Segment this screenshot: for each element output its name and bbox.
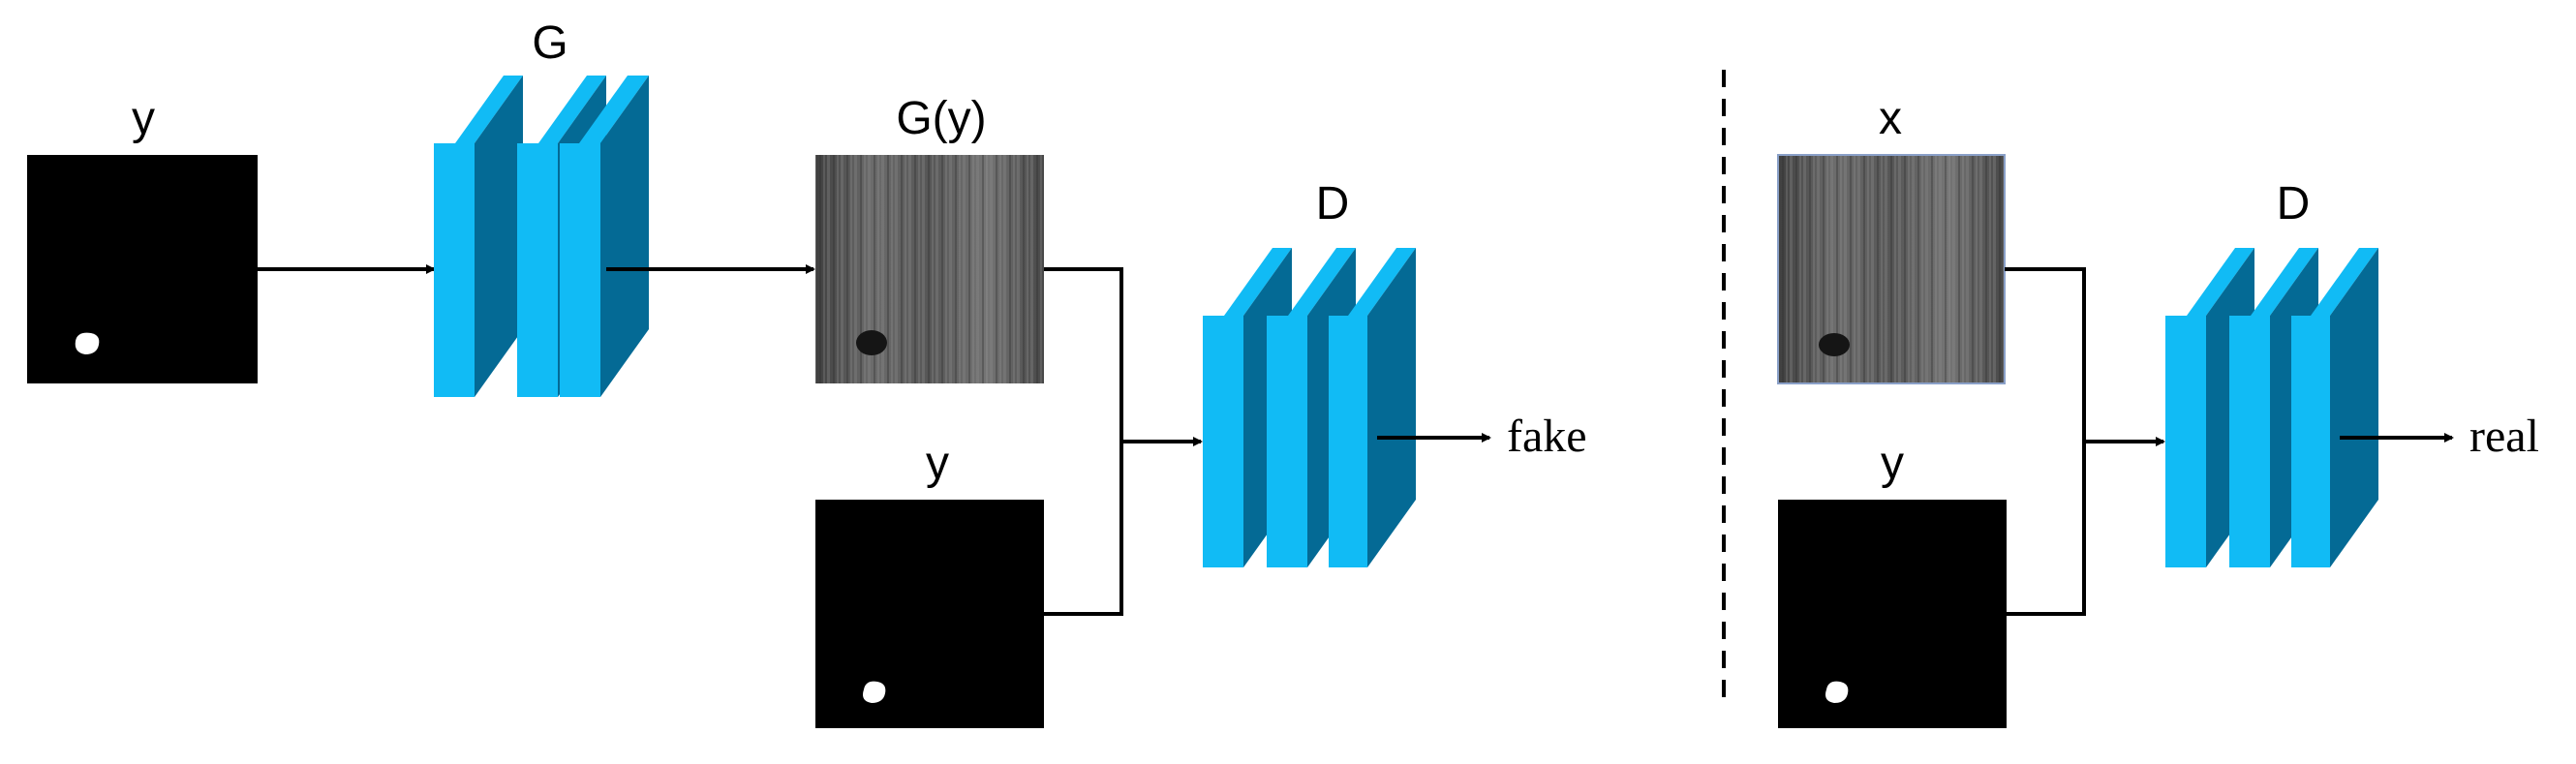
wire-real-to-merge	[2005, 267, 2086, 616]
fake-output-label: fake	[1507, 411, 1587, 462]
condition-mask-image	[815, 500, 1044, 728]
input-mask-image	[27, 155, 258, 383]
input-mask-label: y	[132, 93, 155, 144]
discriminator-network-icon-fake	[1203, 248, 1416, 567]
real-image-label: x	[1879, 93, 1902, 144]
wire-generated-to-merge	[1044, 267, 1123, 616]
discriminator-label-fake: D	[1316, 178, 1350, 229]
discriminator-network-icon-real	[2165, 248, 2378, 567]
generator-network-icon	[434, 76, 649, 397]
real-condition-mask-label: y	[1881, 438, 1904, 489]
generated-image-label: G(y)	[896, 93, 986, 144]
real-image	[1777, 154, 2006, 384]
condition-mask-label: y	[926, 438, 949, 489]
real-output-label: real	[2469, 411, 2539, 462]
generator-label: G	[532, 17, 567, 69]
discriminator-label-real: D	[2277, 178, 2311, 229]
real-condition-mask-image	[1778, 500, 2007, 728]
generated-image	[815, 155, 1044, 383]
